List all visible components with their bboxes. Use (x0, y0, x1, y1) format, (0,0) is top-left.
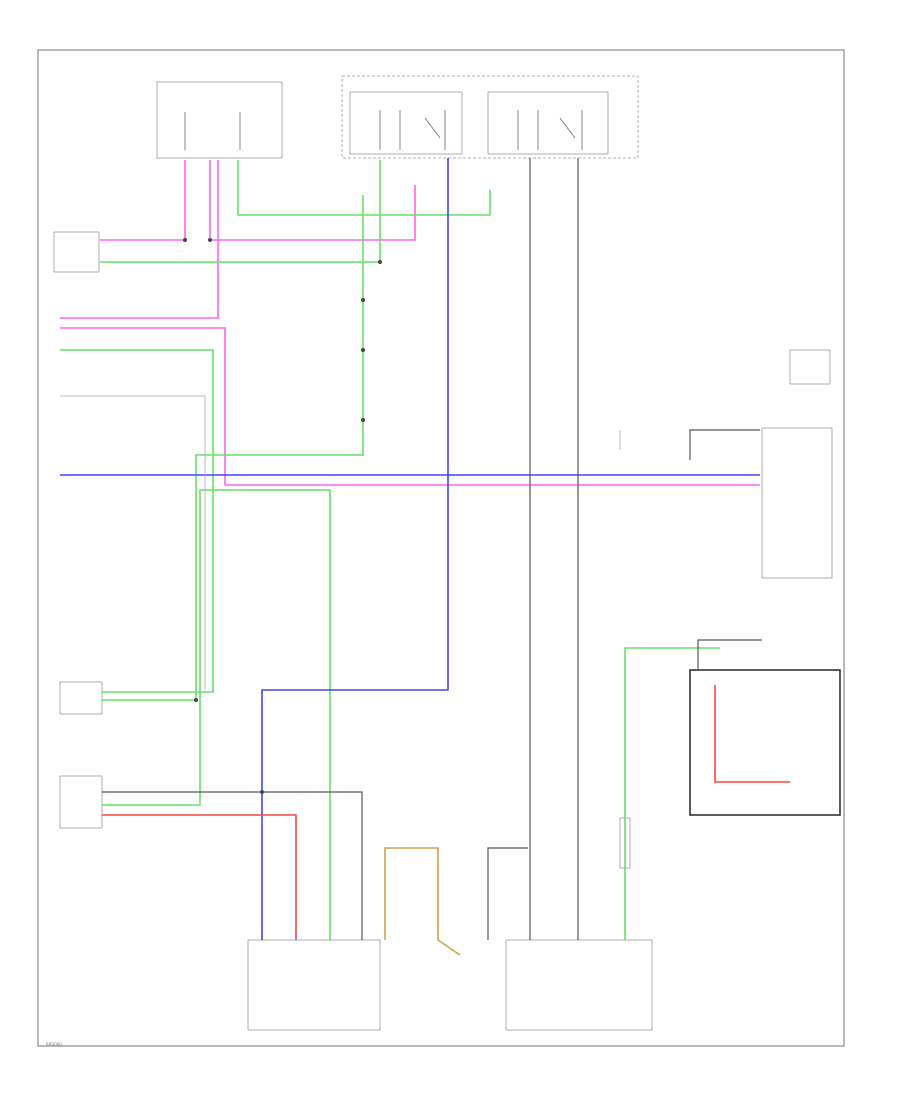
junction-dot (361, 298, 365, 302)
green-wire-6 (624, 647, 720, 940)
junction-dot (194, 698, 198, 702)
green-wire-1 (100, 160, 381, 263)
connector-small (789, 349, 831, 385)
blue-wires (60, 158, 760, 940)
blue-wire-1 (261, 158, 449, 940)
compressor-box (247, 939, 381, 1031)
red-wire-2 (714, 685, 790, 783)
tan-wire (384, 847, 461, 956)
pink-wires (60, 160, 760, 486)
pink-wire-3 (60, 160, 219, 319)
black-wire-4 (487, 847, 528, 940)
pink-wire-2 (209, 160, 416, 241)
black-wire-6 (697, 639, 762, 670)
sensor-box-left (53, 231, 100, 273)
gray-wires (60, 395, 621, 690)
green-wire-2 (237, 160, 491, 216)
junction-dot (361, 348, 365, 352)
pink-wire-4 (60, 327, 760, 486)
component-boxes (53, 75, 841, 1031)
junction-dot (378, 260, 382, 264)
gray-wire-1 (60, 395, 206, 690)
junction-dot (183, 238, 187, 242)
green-wire-5 (102, 489, 331, 940)
junction-dots (183, 238, 382, 794)
sensor-right (689, 669, 841, 816)
junction-dot (260, 790, 264, 794)
green-wire-4 (102, 195, 364, 701)
green-wires (60, 160, 720, 940)
pink-wire-1 (100, 160, 186, 241)
junction-dot (208, 238, 212, 242)
relay-1 (349, 91, 463, 155)
green-wire-3 (60, 349, 214, 693)
corner-code: RR0000 (46, 1042, 62, 1047)
relay-2 (487, 91, 609, 155)
lamp-left-upper (59, 681, 103, 715)
red-wire-1 (102, 814, 297, 940)
diagram-frame (37, 49, 845, 1047)
lamp-left-lower (59, 775, 103, 829)
fuse-relay-box-left (156, 81, 283, 159)
relay-block (341, 75, 639, 159)
control-module (761, 427, 833, 579)
black-wire-5 (689, 429, 760, 460)
relay-contacts (184, 110, 583, 150)
black-wire-1 (102, 791, 363, 940)
junction-dot (361, 418, 365, 422)
switch-box-right (505, 939, 653, 1031)
black-wires (102, 158, 762, 940)
red-wires (102, 685, 790, 940)
